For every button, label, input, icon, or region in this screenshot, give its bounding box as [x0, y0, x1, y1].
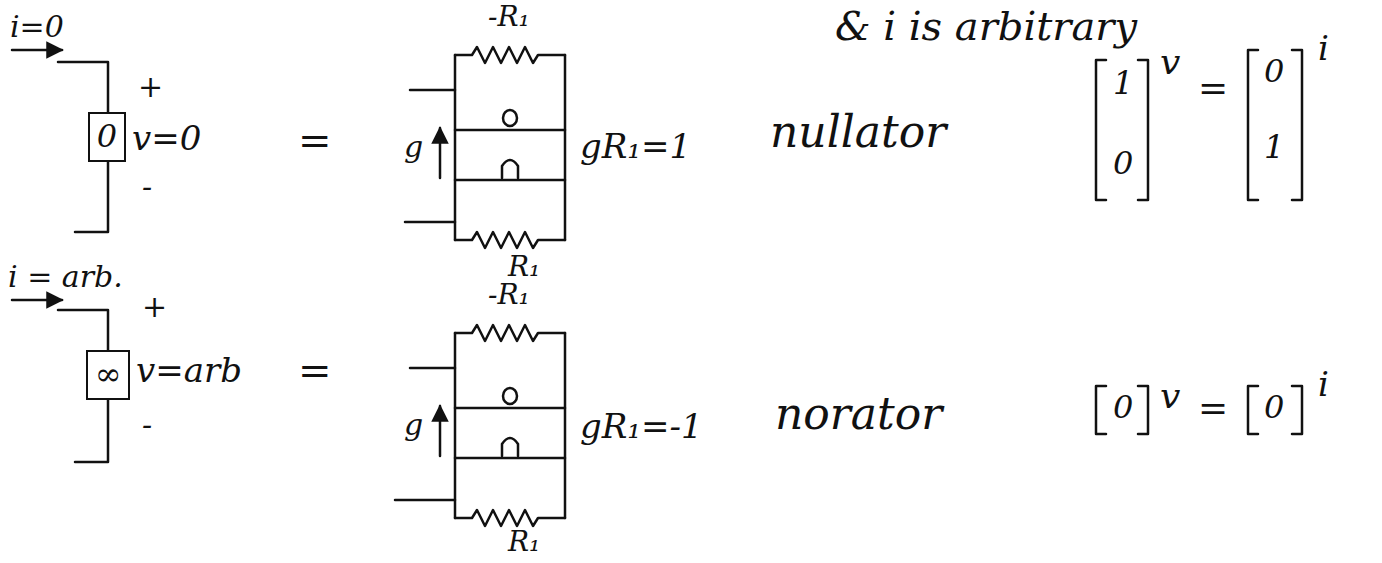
matrix-bracket: [1248, 50, 1258, 200]
nullor-circuit: [395, 325, 565, 526]
gain-label: g: [404, 130, 423, 163]
matrix-bracket: [1292, 50, 1302, 200]
voltage-label: v=0: [132, 120, 201, 157]
matrix-bracket: [1138, 60, 1148, 200]
variable: v: [1160, 376, 1180, 416]
equals-sign: =: [1198, 68, 1228, 108]
resistor-label: -R₁: [488, 2, 530, 33]
current-label: i = arb.: [8, 260, 123, 293]
polarity: +: [142, 290, 167, 323]
element-name: nullator: [770, 108, 946, 156]
element-box: ∞: [86, 350, 130, 400]
matrix-entry: 0: [1264, 390, 1284, 425]
condition: gR₁=-1: [580, 408, 703, 445]
matrix-entry: 1: [1113, 66, 1133, 101]
wire: [58, 62, 108, 112]
polarity: -: [142, 170, 152, 203]
polarity: +: [138, 70, 163, 103]
variable: i: [1318, 30, 1329, 67]
matrix-bracket: [1292, 386, 1302, 434]
matrix-entry: 0: [1264, 54, 1284, 89]
matrix-bracket: [1138, 386, 1148, 434]
wire: [75, 400, 108, 462]
box-text: 0: [97, 119, 117, 154]
wire: [75, 162, 108, 232]
variable: i: [1318, 366, 1329, 403]
nullor-circuit: [405, 47, 565, 248]
current-label: i=0: [10, 10, 64, 43]
condition: gR₁=1: [580, 128, 691, 165]
polarity: -: [142, 408, 152, 441]
element-box: 0: [88, 112, 126, 162]
equals-sign: =: [298, 348, 332, 392]
element-name: norator: [775, 390, 942, 438]
matrix-bracket: [1248, 386, 1258, 434]
matrix-bracket: [1096, 60, 1106, 200]
matrix-entry: 0: [1113, 146, 1133, 181]
matrix-entry: 0: [1113, 390, 1133, 425]
variable: v: [1160, 42, 1180, 82]
box-text: ∞: [95, 357, 122, 392]
resistor-label: R₁: [508, 527, 540, 558]
gain-label: g: [404, 408, 423, 441]
note: & i is arbitrary: [835, 4, 1137, 48]
resistor-label: R₁: [508, 252, 540, 283]
equals-sign: =: [298, 118, 332, 162]
matrix-bracket: [1096, 386, 1106, 434]
equals-sign: =: [1198, 388, 1228, 428]
voltage-label: v=arb: [136, 352, 242, 389]
resistor-label: -R₁: [488, 280, 530, 311]
wire: [58, 310, 108, 350]
matrix-entry: 1: [1264, 130, 1284, 165]
current-arrow: [12, 49, 62, 52]
current-arrow: [12, 299, 62, 302]
